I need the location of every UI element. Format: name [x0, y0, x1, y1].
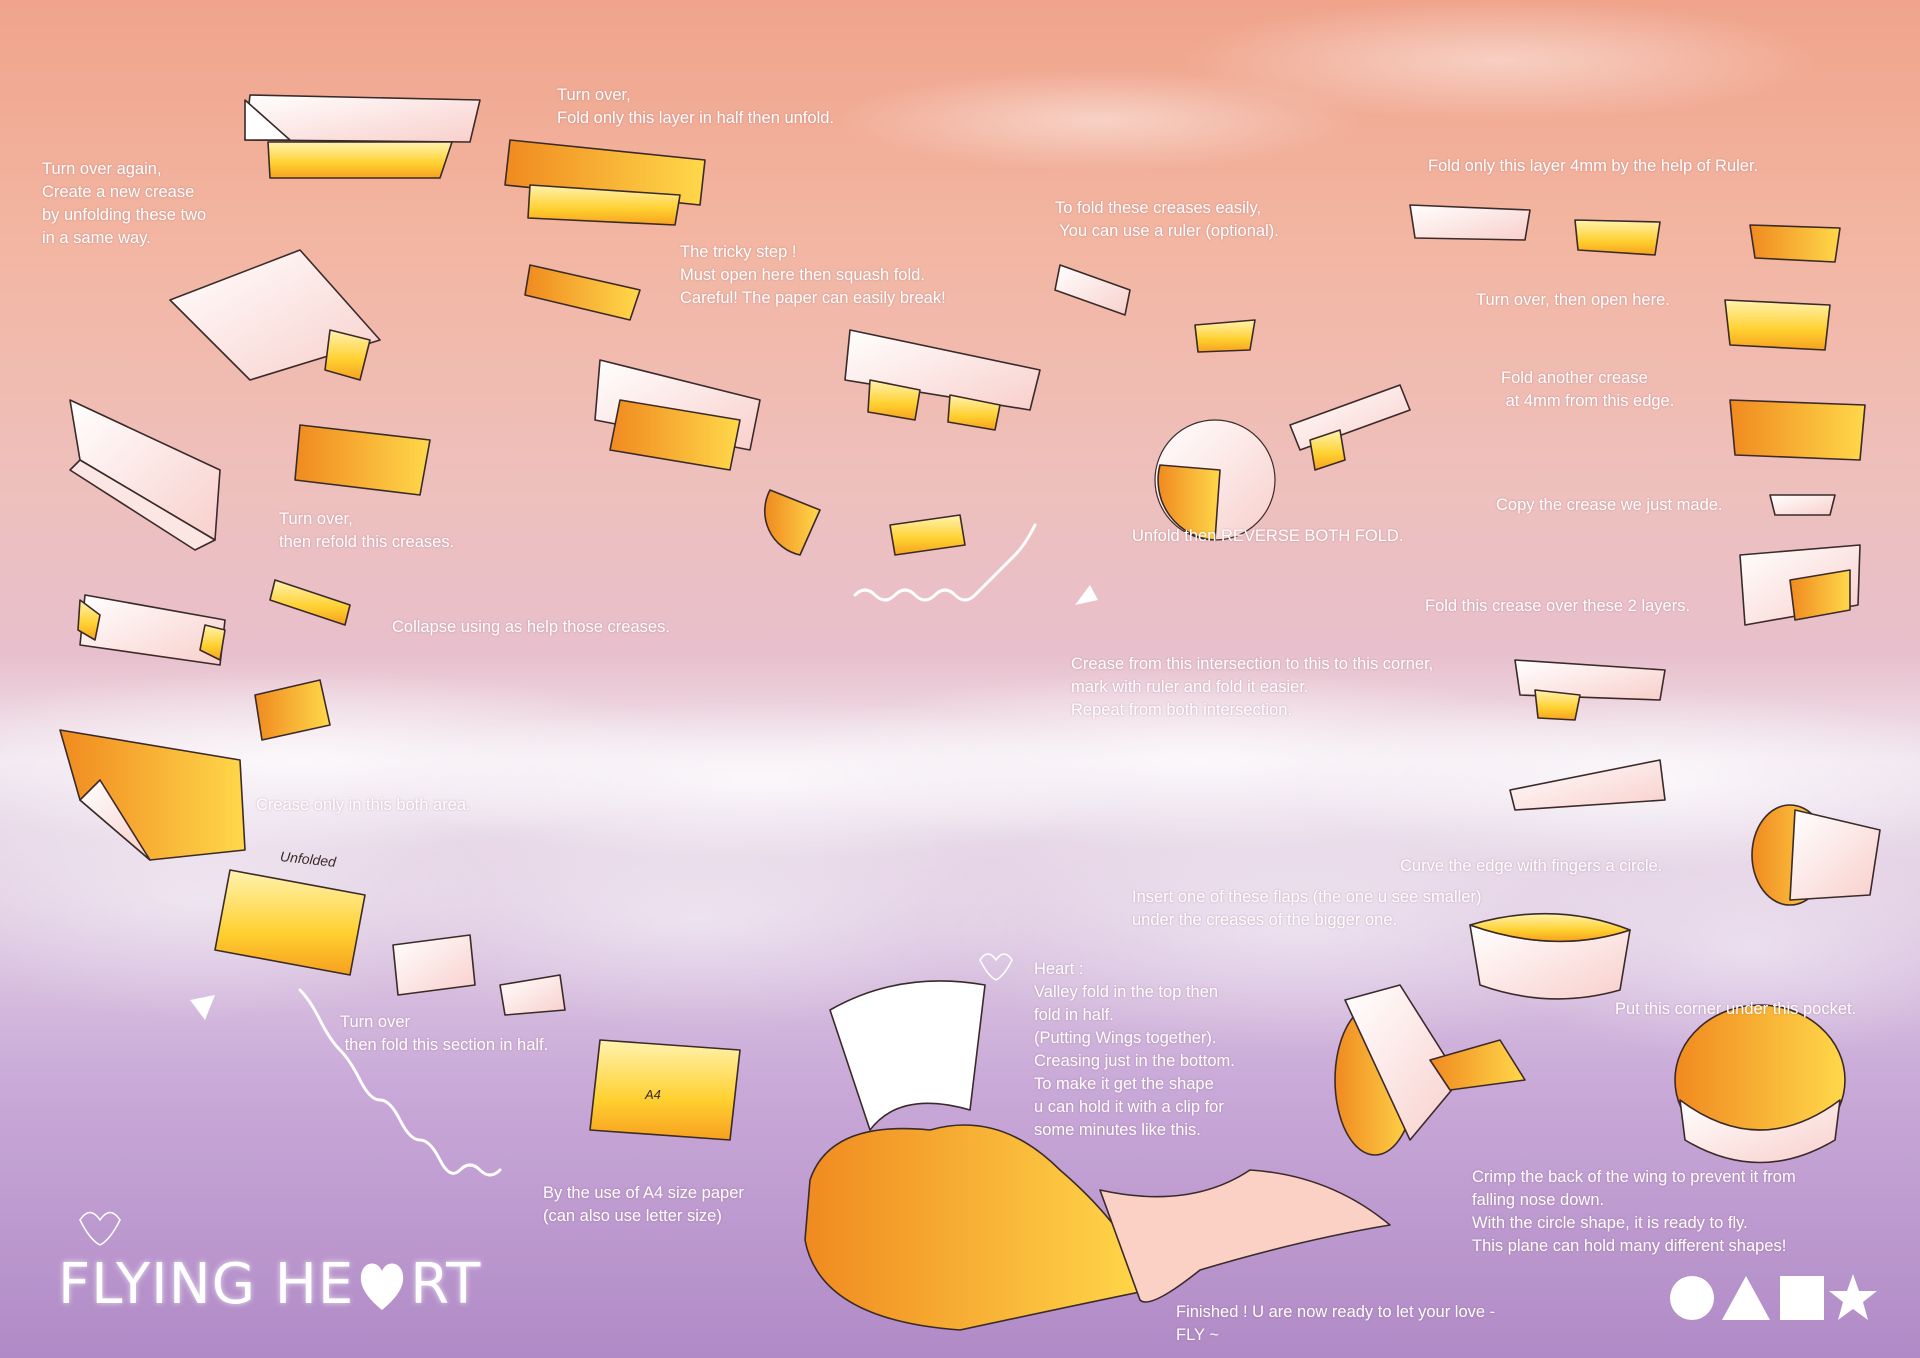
brand-title-part-2: RT: [410, 1252, 481, 1317]
step-label-insert-flap: Insert one of these flaps (the one u see…: [1132, 886, 1481, 932]
sketch-note-a4: A4: [645, 1083, 661, 1106]
step-model-19: [1290, 385, 1410, 470]
step-label-fold-another-crease: Fold another crease at 4mm from this edg…: [1501, 367, 1674, 413]
step-model-15: [845, 330, 1040, 430]
step-model-22: [1740, 545, 1860, 625]
step-label-crease-intersection: Crease from this intersection to this to…: [1071, 653, 1433, 722]
step-model-27: [1335, 985, 1525, 1155]
step-label-finished: Finished ! U are now ready to let your l…: [1176, 1301, 1495, 1347]
step-model-23: [1510, 660, 1665, 810]
step-label-ruler-optional: To fold these creases easily, You can us…: [1055, 197, 1279, 243]
step-model-4: [170, 250, 380, 380]
logo-shapes: [1668, 1270, 1878, 1326]
step-model-20: [1410, 205, 1840, 262]
step-label-fold-4mm: Fold only this layer 4mm by the help of …: [1428, 155, 1758, 178]
step-model-11: [215, 870, 365, 975]
step-model-18: [1155, 420, 1275, 540]
step-model-17: [1055, 265, 1255, 352]
step-model-12: [393, 935, 565, 1015]
step-model-14: [595, 360, 760, 470]
step-label-fold-over-layers: Fold this crease over these 2 layers.: [1425, 595, 1690, 618]
step-model-21: [1725, 300, 1865, 515]
circle-icon: [1670, 1276, 1714, 1320]
step-label-a4-paper: By the use of A4 size paper (can also us…: [543, 1182, 744, 1228]
step-label-heart: Heart : Valley fold in the top then fold…: [1034, 958, 1235, 1142]
step-model-3: [525, 265, 640, 320]
step-model-16: [765, 490, 965, 555]
step-model-8: [78, 595, 225, 665]
step-model-1: [245, 95, 480, 178]
step-model-13: [590, 1040, 740, 1140]
step-label-curve-edge: Curve the edge with fingers a circle.: [1400, 855, 1662, 878]
step-model-2: [505, 140, 705, 225]
step-label-copy-crease: Copy the crease we just made.: [1496, 494, 1723, 517]
step-model-6: [295, 425, 430, 495]
step-label-turn-over-open: Turn over, then open here.: [1476, 289, 1670, 312]
step-label-tricky-step: The tricky step ! Must open here then sq…: [680, 241, 946, 310]
step-label-collapse: Collapse using as help those creases.: [392, 616, 670, 639]
step-label-turn-over-fold-section: Turn over then fold this section in half…: [340, 1011, 548, 1057]
step-label-turn-over-refold: Turn over, then refold this creases.: [279, 508, 454, 554]
brand-title: FLYING HE RT: [58, 1252, 481, 1317]
step-model-24: [1752, 805, 1880, 905]
step-model-9: [255, 680, 330, 740]
star-icon: [1829, 1274, 1877, 1320]
step-label-turn-over-again: Turn over again, Create a new crease by …: [42, 158, 206, 250]
step-label-turn-over-fold-half: Turn over, Fold only this layer in half …: [557, 84, 834, 130]
step-model-10: [60, 730, 245, 860]
step-model-7: [270, 580, 350, 625]
step-model-25: [1470, 914, 1630, 999]
step-label-crimp-back: Crimp the back of the wing to prevent it…: [1472, 1166, 1796, 1258]
step-label-unfold-reverse: Unfold then REVERSE BOTH FOLD.: [1132, 525, 1403, 548]
triangle-icon: [1722, 1276, 1770, 1320]
step-label-put-corner: Put this corner under this pocket.: [1615, 998, 1856, 1021]
heart-icon: [356, 1255, 408, 1315]
square-icon: [1780, 1276, 1824, 1320]
step-model-26: [1675, 1005, 1845, 1163]
step-label-crease-both-area: Crease only in this both area.: [256, 794, 471, 817]
step-model-5: [70, 400, 220, 550]
brand-title-part-1: FLYING HE: [58, 1252, 354, 1317]
